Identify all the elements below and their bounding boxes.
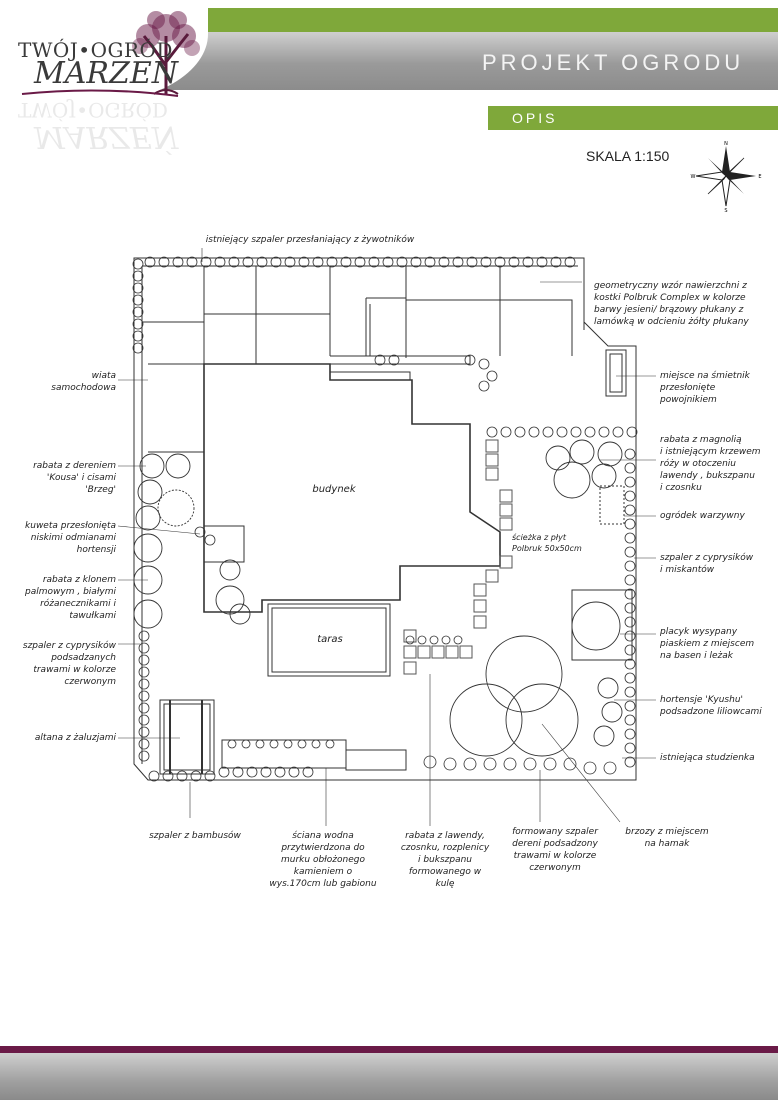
terrace-outline (267, 603, 391, 677)
path-label-line2: Polbruk 50x50cm (512, 544, 582, 553)
logo-text-line2: MARZEŃ (34, 56, 178, 91)
section-bar (488, 106, 778, 130)
label-szpaler-zywotnikow: istniejący szpaler przesłaniający z żywo… (205, 235, 415, 245)
compass-e: E (758, 174, 761, 180)
compass-icon: N S W E (691, 141, 762, 212)
section-label: OPIS (512, 110, 558, 126)
label-rabata-deren: rabata z dereniem'Kousa' i cisami'Brzeg' (33, 461, 116, 495)
footer-gray-band (0, 1053, 778, 1100)
path-label-line1: ścieżka z płyt (512, 532, 567, 542)
scale-label: SKALA 1:150 (586, 148, 670, 164)
plot-boundary (133, 257, 637, 781)
label-altana: altana z żaluzjami (34, 733, 116, 743)
building-label: budynek (312, 484, 356, 495)
label-hortensje: hortensje 'Kyushu'podsadzone liliowcami (660, 695, 762, 717)
page-title: PROJEKT OGRODU (482, 50, 745, 75)
footer-purple-band (0, 1046, 778, 1053)
label-bambus: szpaler z bambusów (149, 831, 241, 841)
label-ogrodek: ogródek warzywny (660, 511, 745, 521)
compass-s: S (724, 208, 727, 212)
terrace-label: taras (317, 634, 343, 645)
building-outline (203, 363, 501, 613)
compass-w: W (691, 174, 696, 180)
logo-swoosh (21, 89, 179, 97)
compass-n: N (724, 141, 728, 147)
logo-text-line1: TWÓJ•OGRÓD (18, 38, 173, 62)
label-studzienka: istniejąca studzienka (660, 753, 755, 763)
